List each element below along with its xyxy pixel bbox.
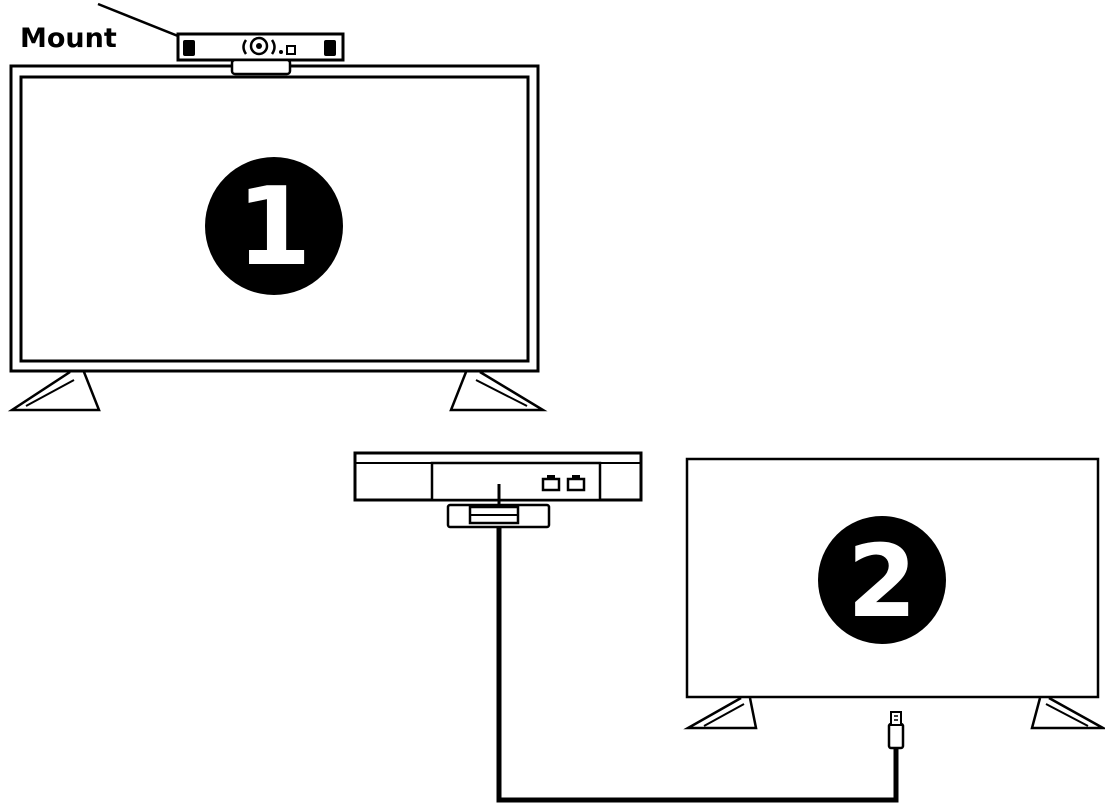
camera-underside-view xyxy=(353,451,643,529)
camera-port-1-icon xyxy=(541,477,561,492)
tv-2-right-stand xyxy=(1030,696,1105,730)
step-2-badge xyxy=(818,516,946,644)
tv-with-mounted-camera: 1 xyxy=(7,32,548,412)
step-1-badge xyxy=(205,157,343,295)
camera-bar xyxy=(176,32,345,76)
usb-cable xyxy=(496,527,899,803)
camera-left-speaker-grille xyxy=(183,40,195,56)
camera-right-speaker-grille xyxy=(324,40,336,56)
camera-port-2-icon xyxy=(566,477,586,492)
step-2-number: 2 xyxy=(847,523,917,640)
usb-plug-icon xyxy=(887,711,905,750)
tv-1-left-stand xyxy=(7,370,101,412)
camera-mount-clip xyxy=(230,58,292,76)
step-1-number: 1 xyxy=(236,165,311,290)
tv-2-left-stand xyxy=(683,696,758,730)
tv-1-right-stand xyxy=(449,370,548,412)
tv-2: 2 xyxy=(683,457,1105,730)
mount-label: Mount xyxy=(20,23,117,54)
